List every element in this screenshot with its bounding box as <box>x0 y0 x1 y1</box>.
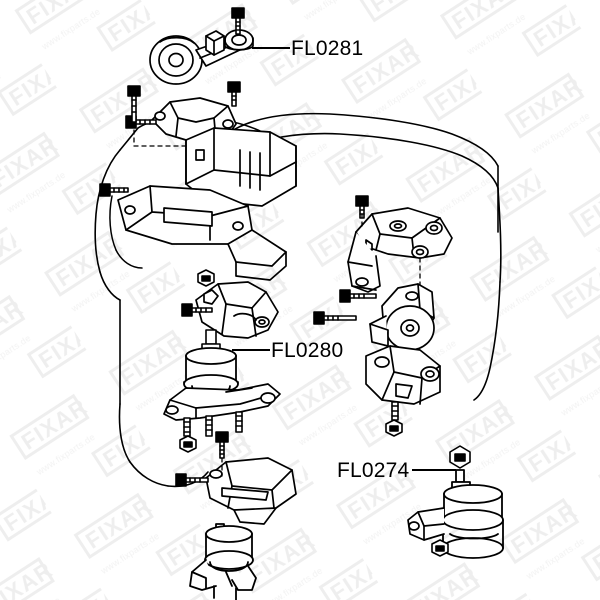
part-label-fl0274: FL0274 <box>337 459 410 482</box>
part-label-fl0281: FL0281 <box>291 37 364 60</box>
leader-line-fl0274 <box>412 469 456 471</box>
leader-line-fl0281 <box>252 47 290 49</box>
leader-line-fl0280 <box>232 349 270 351</box>
part-label-fl0280: FL0280 <box>271 339 344 362</box>
